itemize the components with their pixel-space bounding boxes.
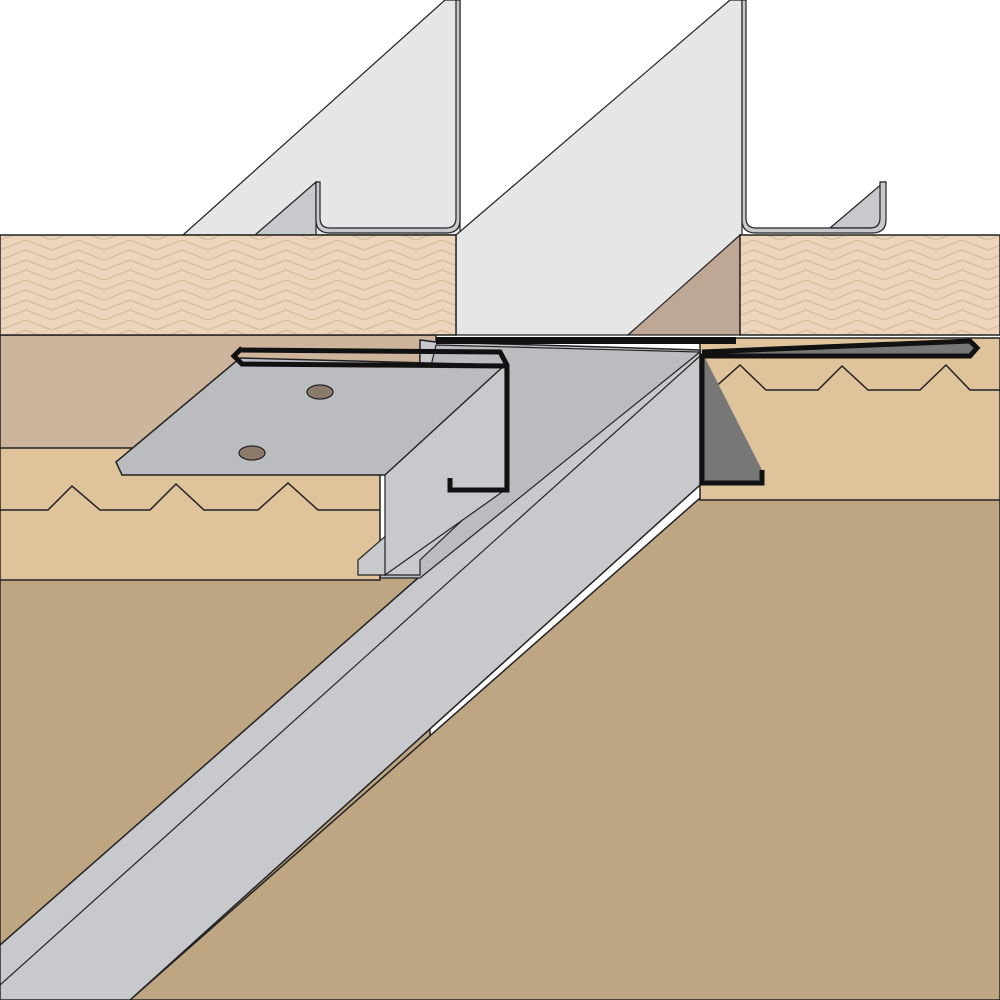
insulation-zigzag-left: [0, 481, 380, 511]
wood-plate-left: [0, 234, 457, 336]
seal-left-profile: [239, 347, 510, 493]
wood-plate-right: [739, 234, 1000, 336]
seal-right-profile: [699, 338, 981, 486]
stud-left-channel: [315, 0, 461, 234]
insulation-zigzag-right: [711, 363, 1000, 391]
seal-left-lip: [230, 346, 506, 369]
stud-left-web: [181, 0, 461, 236]
screw-head: [238, 445, 266, 461]
track-edge: [0, 355, 701, 986]
stud-right-flange: [828, 180, 885, 229]
screw-head: [306, 384, 334, 400]
seal-top-bar: [436, 337, 736, 344]
stud-right-channel: [741, 0, 887, 234]
